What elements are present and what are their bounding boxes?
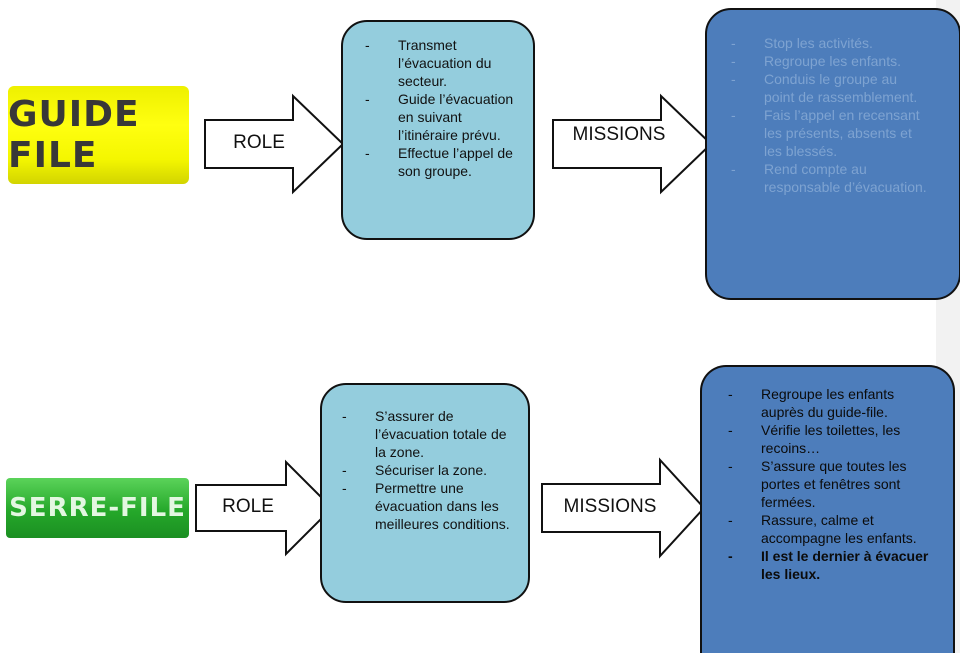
guide-role-label: ROLE (233, 132, 285, 153)
serre-missions-box: Regroupe les enfants auprès du guide-fil… (700, 365, 955, 653)
serre-role-item: Sécuriser la zone. (342, 461, 512, 479)
guide-file-badge-text: GUIDE FILE (8, 94, 140, 176)
serre-role-box: S’assurer de l’évacuation totale de la z… (320, 383, 530, 603)
guide-mission-item: Fais l’appel en recensant les présents, … (731, 106, 931, 160)
serre-file-badge: SERRE-FILE (6, 478, 189, 538)
serre-role-arrow (195, 459, 334, 557)
serre-role-label: ROLE (222, 496, 274, 517)
guide-missions-arrow (552, 93, 713, 195)
guide-mission-item: Stop les activités. (731, 34, 931, 52)
guide-mission-item: Conduis le groupe au point de rassemblem… (731, 70, 931, 106)
guide-role-box: Transmet l’évacuation du secteur. Guide … (341, 20, 535, 240)
serre-missions-label: MISSIONS (563, 496, 657, 517)
guide-missions-label: MISSIONS (572, 124, 666, 145)
serre-file-badge-text: SERRE-FILE (9, 493, 186, 523)
guide-missions-box: Stop les activités. Regroupe les enfants… (705, 8, 960, 300)
serre-mission-item: S’assure que toutes les portes et fenêtr… (728, 457, 934, 511)
serre-mission-item: Regroupe les enfants auprès du guide-fil… (728, 385, 934, 421)
serre-role-item: Permettre une évacuation dans les meille… (342, 479, 512, 533)
guide-role-arrow (204, 93, 345, 195)
serre-mission-item: Rassure, calme et accompagne les enfants… (728, 511, 934, 547)
guide-mission-item: Regroupe les enfants. (731, 52, 931, 70)
guide-mission-item: Rend compte au responsable d’évacuation. (731, 160, 931, 196)
guide-role-item: Transmet l’évacuation du secteur. (365, 36, 525, 90)
serre-role-item: S’assurer de l’évacuation totale de la z… (342, 407, 512, 461)
serre-mission-item: Vérifie les toilettes, les recoins… (728, 421, 934, 457)
guide-role-item: Effectue l’appel de son groupe. (365, 144, 525, 180)
serre-missions-arrow (541, 457, 706, 559)
serre-mission-item-last: Il est le dernier à évacuer les lieux. (728, 547, 934, 583)
guide-role-item: Guide l’évacuation en suivant l’itinérai… (365, 90, 525, 144)
guide-file-badge: GUIDE FILE (8, 86, 189, 184)
